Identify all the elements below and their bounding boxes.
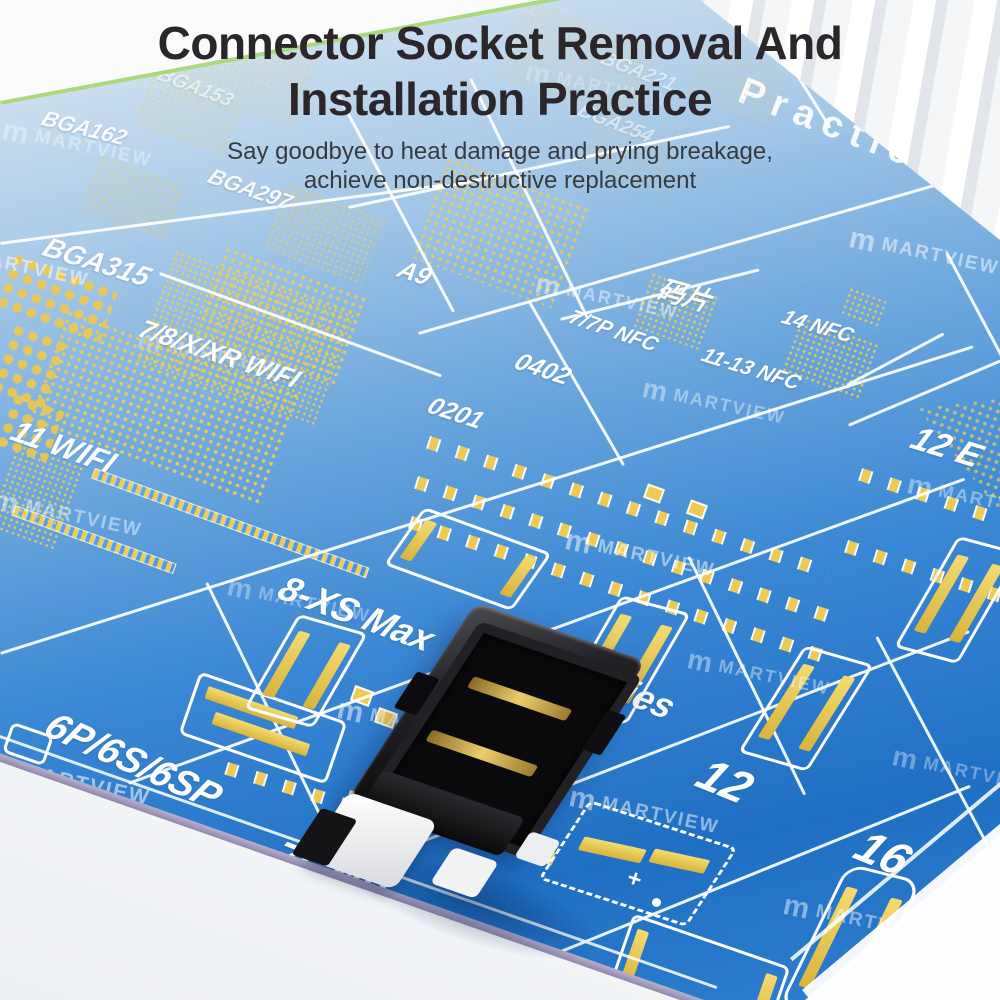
- martview-logo-icon: m: [904, 468, 936, 504]
- martview-logo-icon: m: [846, 221, 879, 259]
- label-0201: 0201: [422, 392, 489, 435]
- martview-logo-icon: m: [639, 372, 671, 408]
- subtitle-line-1: Say goodbye to heat damage and prying br…: [227, 138, 773, 165]
- connector-white-tab: [429, 846, 499, 899]
- subtitle-line-2: achieve non-destructive replacement: [303, 167, 697, 194]
- label-0402: 0402: [509, 348, 576, 391]
- martview-logo-icon: m: [532, 267, 564, 303]
- martview-logo-icon: m: [562, 523, 595, 561]
- martview-logo-icon: m: [42, 937, 75, 975]
- martview-logo-icon: m: [378, 939, 414, 980]
- martview-logo-icon: m: [889, 740, 921, 776]
- title-line-2: Installation Practice: [287, 73, 713, 125]
- smd-pad: [642, 483, 666, 504]
- silkscreen-dot: [652, 898, 661, 907]
- martview-logo-icon: m: [224, 570, 256, 606]
- smd-pad: [685, 499, 709, 520]
- martview-logo-icon: m: [780, 888, 813, 926]
- connector-footprint: [894, 535, 1000, 665]
- label-12: 12: [687, 748, 763, 813]
- martview-logo-icon: m: [684, 643, 716, 679]
- martview-logo-icon: m: [134, 323, 166, 359]
- title-line-1: Connector Socket Removal And: [157, 17, 843, 69]
- martview-logo-icon: m: [0, 483, 22, 521]
